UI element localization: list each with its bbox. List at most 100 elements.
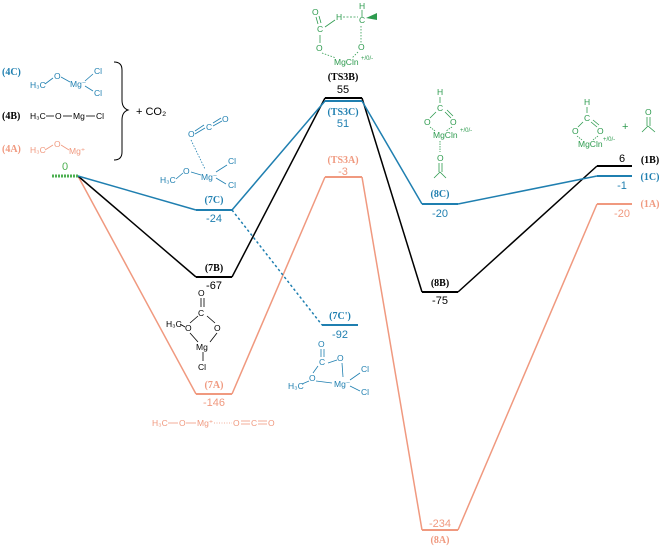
atom: C xyxy=(317,24,323,34)
atom: O xyxy=(645,107,652,117)
bond xyxy=(444,111,452,119)
atom: O xyxy=(179,418,186,428)
atom: Cl xyxy=(361,387,369,397)
atom: H₃C xyxy=(288,381,304,391)
atom: O xyxy=(450,117,457,127)
bond xyxy=(349,372,361,381)
bond xyxy=(215,164,228,173)
value-8a: -234 xyxy=(429,518,451,530)
atom: O xyxy=(337,353,344,363)
atom: C xyxy=(251,418,257,428)
atom: H xyxy=(359,1,365,11)
bond xyxy=(351,51,359,59)
value-7a: -146 xyxy=(203,397,225,409)
bond xyxy=(327,359,338,364)
label-ts3a: (TS3A) xyxy=(327,155,358,166)
bond xyxy=(433,171,441,179)
atom: Cl xyxy=(198,362,206,372)
label-1c: (1C) xyxy=(641,172,660,183)
connector-b-1 xyxy=(77,175,197,278)
reactant-4b-cl: Cl xyxy=(96,111,104,121)
atom: C xyxy=(584,113,590,123)
atom: H₃C xyxy=(166,319,182,329)
label-7c: (7C) xyxy=(205,195,224,206)
atom: O xyxy=(424,117,431,127)
bond xyxy=(84,85,94,92)
bond xyxy=(445,126,453,132)
connector-a-4 xyxy=(457,203,598,531)
bond xyxy=(206,315,216,324)
label-1a: (1A) xyxy=(641,199,660,210)
structure-ts3: O C H C H O O MgCln +/0/- xyxy=(312,1,377,67)
bond xyxy=(60,76,71,83)
bond xyxy=(321,52,337,59)
atom: O xyxy=(268,418,275,428)
bond xyxy=(341,362,344,378)
bond xyxy=(190,139,206,170)
bond xyxy=(315,380,333,384)
label-8c: (8C) xyxy=(431,189,450,200)
charge: +/0/- xyxy=(361,56,373,62)
label-ts3c: (TS3C) xyxy=(327,107,358,118)
reactant-4a-h3c: H₃C xyxy=(30,145,46,155)
value-ts3a: -3 xyxy=(338,166,348,178)
atom: Mg⁺ xyxy=(197,418,213,428)
connector-a-2 xyxy=(231,176,326,395)
structure-product: H C O O MgCln +/0/- + O xyxy=(572,97,656,149)
wedge-bond xyxy=(366,13,377,20)
connector-b-3 xyxy=(361,97,423,293)
bond xyxy=(312,365,319,374)
atom: O xyxy=(318,339,325,349)
connector-c-4 xyxy=(457,175,598,205)
reactant-4b-label: (4B) xyxy=(2,111,20,122)
bond xyxy=(189,315,199,324)
atom: O xyxy=(185,323,192,333)
reactant-4c-label: (4C) xyxy=(2,67,21,78)
bond xyxy=(209,332,218,343)
atom: H₃C xyxy=(160,175,176,185)
value-7c: -24 xyxy=(206,213,222,225)
reactant-4b-o: O xyxy=(55,111,62,121)
atom: H xyxy=(437,87,443,97)
bond xyxy=(301,380,310,385)
connector-c-3 xyxy=(361,100,423,205)
label-7c-prime: (7C') xyxy=(329,311,351,322)
atom: O xyxy=(188,129,195,139)
atom: O xyxy=(316,43,323,53)
bond xyxy=(175,172,184,180)
reactant-4b-h3c: H₃C xyxy=(30,111,46,121)
bond xyxy=(590,121,598,128)
atom: C xyxy=(206,122,212,132)
structure-7c-prime: O C O O H₃C Mg⁻ Cl Cl xyxy=(288,339,369,397)
connector-c-2 xyxy=(231,100,326,211)
atom: O xyxy=(183,166,190,176)
connector-b-4 xyxy=(457,165,598,293)
bond xyxy=(215,177,227,185)
value-8b: -75 xyxy=(432,295,448,307)
bond xyxy=(60,144,70,151)
bond xyxy=(324,19,336,28)
reactant-4c-mg: Mg⁻ xyxy=(70,79,86,89)
atom: O xyxy=(358,42,365,52)
atom: O xyxy=(309,373,316,383)
bond xyxy=(212,120,223,127)
atom: MgCln xyxy=(433,130,458,140)
reactant-4a-mg: Mg⁺ xyxy=(69,146,85,156)
charge: +/0/- xyxy=(460,128,472,134)
atom: O xyxy=(198,288,205,298)
value-7c-prime: -92 xyxy=(332,329,348,341)
bond xyxy=(647,125,656,133)
value-1a: -20 xyxy=(614,208,630,220)
label-8a: (8A) xyxy=(431,535,450,546)
atom: Mg⁻ xyxy=(334,379,350,389)
label-8b: (8B) xyxy=(431,278,449,289)
reactant-4c: (4C) H₃C O Mg⁻ Cl Cl xyxy=(2,66,102,98)
reactant-4a: (4A) H₃C O Mg⁺ xyxy=(2,139,85,156)
connector-c-1 xyxy=(77,175,197,211)
bond xyxy=(44,144,54,151)
label-7b: (7B) xyxy=(205,263,223,274)
charge: +/0/- xyxy=(603,137,615,143)
bond xyxy=(641,125,649,133)
reactant-brace xyxy=(113,61,130,161)
bond xyxy=(318,15,322,24)
